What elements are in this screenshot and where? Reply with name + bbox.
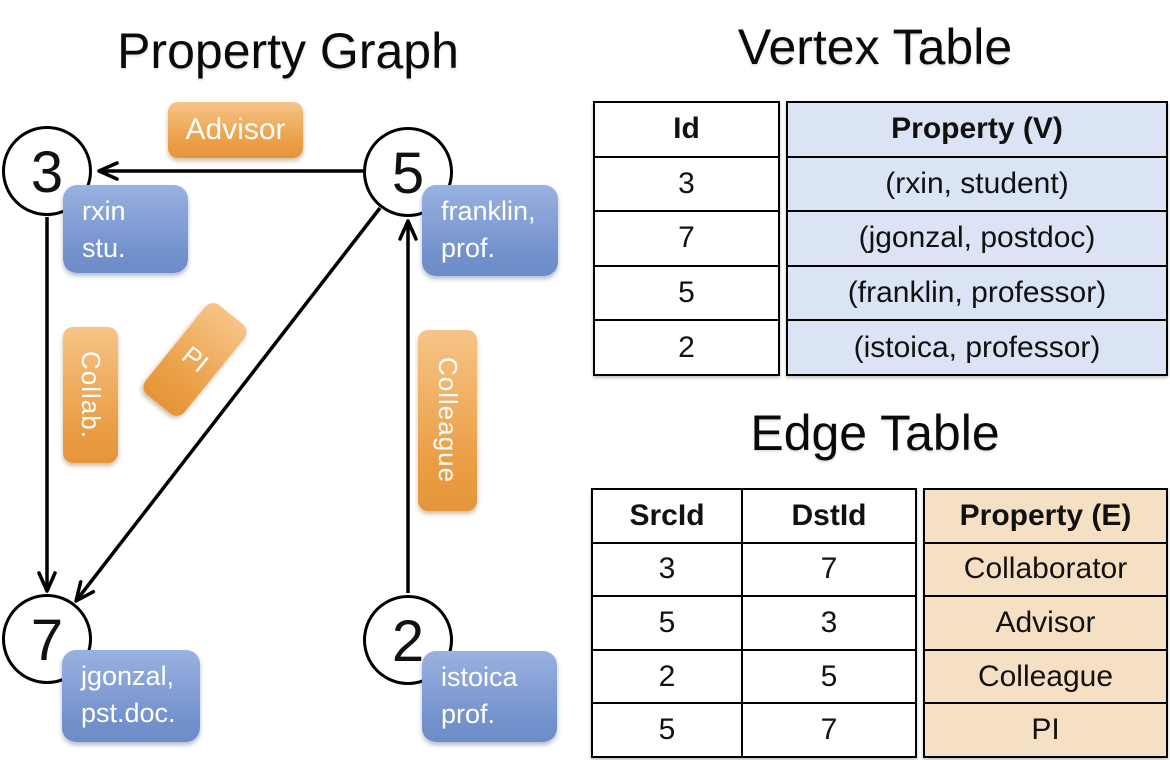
edge-table-property-cell: Collaborator bbox=[963, 552, 1128, 586]
vertex-property-line: prof. bbox=[441, 233, 496, 264]
vertex-table-property-cell: (jgonzal, postdoc) bbox=[858, 221, 1096, 255]
vertex-table-id-cell: 7 bbox=[678, 221, 695, 255]
vertex-table-id-header: Id bbox=[673, 112, 700, 146]
vertex-property-box-franklin: franklin, prof. bbox=[422, 185, 558, 276]
edge-table-dstid-cell: 7 bbox=[741, 704, 915, 756]
edge-label-colleague: Colleague bbox=[418, 330, 477, 511]
vertex-property-line: istoica bbox=[441, 662, 518, 692]
vertex-node-2: 2 bbox=[363, 595, 453, 685]
vertex-table-id-cell: 5 bbox=[678, 276, 695, 310]
vertex-table-property-cell: (istoica, professor) bbox=[853, 330, 1101, 364]
edge-table-dstid-header: DstId bbox=[741, 490, 915, 542]
edge-table-srcid-cell: 3 bbox=[658, 552, 676, 586]
edge-label-text: Collab. bbox=[76, 351, 106, 439]
edge-label-text: PI bbox=[176, 339, 215, 379]
vertex-table-property-cell: (rxin, student) bbox=[885, 166, 1069, 200]
edge-table-title: Edge Table bbox=[750, 405, 1000, 461]
vertex-id: 7 bbox=[30, 607, 64, 673]
vertex-node-5: 5 bbox=[363, 127, 453, 217]
edge-table-property-column: Property (E) Collaborator Advisor Collea… bbox=[923, 488, 1168, 758]
edge-label-text: Advisor bbox=[185, 113, 286, 146]
vertex-property-box-rxin: rxin stu. bbox=[63, 185, 188, 273]
edge-table-srcid-cell: 5 bbox=[658, 605, 676, 639]
edge-table-srcid-cell: 2 bbox=[658, 659, 676, 693]
vertex-table-property-header: Property (V) bbox=[891, 112, 1063, 146]
vertex-id: 5 bbox=[391, 140, 425, 206]
edge-table-srcid-cell: 5 bbox=[658, 713, 676, 747]
vertex-property-line: franklin, bbox=[441, 196, 536, 226]
vertex-table-id-cell: 3 bbox=[678, 166, 695, 200]
vertex-property-line: prof. bbox=[441, 699, 496, 730]
edge-table-property-cell: Colleague bbox=[977, 659, 1114, 693]
vertex-property-box-jgonzal: jgonzal, pst.doc. bbox=[62, 650, 200, 742]
vertex-id: 3 bbox=[30, 139, 64, 205]
vertex-property-box-istoica: istoica prof. bbox=[422, 651, 557, 742]
vertex-id: 2 bbox=[391, 608, 425, 674]
vertex-table-id-column: Id 3 7 5 2 bbox=[593, 101, 780, 376]
vertex-property-line: stu. bbox=[82, 233, 126, 264]
edge-pi-5-to-7 bbox=[74, 206, 382, 603]
graph-edges bbox=[37, 161, 418, 603]
vertex-table-id-cell: 2 bbox=[678, 330, 695, 364]
edge-table-property-header: Property (E) bbox=[959, 498, 1132, 532]
edge-label-advisor: Advisor bbox=[168, 102, 303, 158]
edge-table-property-cell: Advisor bbox=[995, 605, 1096, 639]
vertex-property-line: pst.doc. bbox=[81, 698, 176, 729]
edge-label-collab: Collab. bbox=[63, 327, 118, 463]
edge-label-text: Colleague bbox=[433, 357, 463, 484]
property-graph-title: Property Graph bbox=[117, 23, 459, 79]
vertex-table-property-column: Property (V) (rxin, student) (jgonzal, p… bbox=[786, 101, 1168, 376]
edge-table-srcid-header: SrcId bbox=[629, 498, 705, 532]
edge-table-dstid-cell: 5 bbox=[741, 650, 915, 703]
edge-table-property-cell: PI bbox=[1031, 713, 1060, 747]
vertex-table-title: Vertex Table bbox=[737, 19, 1013, 75]
edge-table-id-columns: SrcId DstId 3 7 5 3 2 5 5 7 bbox=[591, 488, 917, 758]
vertex-table-property-cell: (franklin, professor) bbox=[847, 276, 1107, 310]
vertex-property-line: jgonzal, bbox=[81, 661, 175, 691]
edge-table-dstid-cell: 7 bbox=[741, 543, 915, 596]
edge-table-dstid-cell: 3 bbox=[741, 597, 915, 649]
vertex-property-line: rxin bbox=[82, 196, 126, 226]
